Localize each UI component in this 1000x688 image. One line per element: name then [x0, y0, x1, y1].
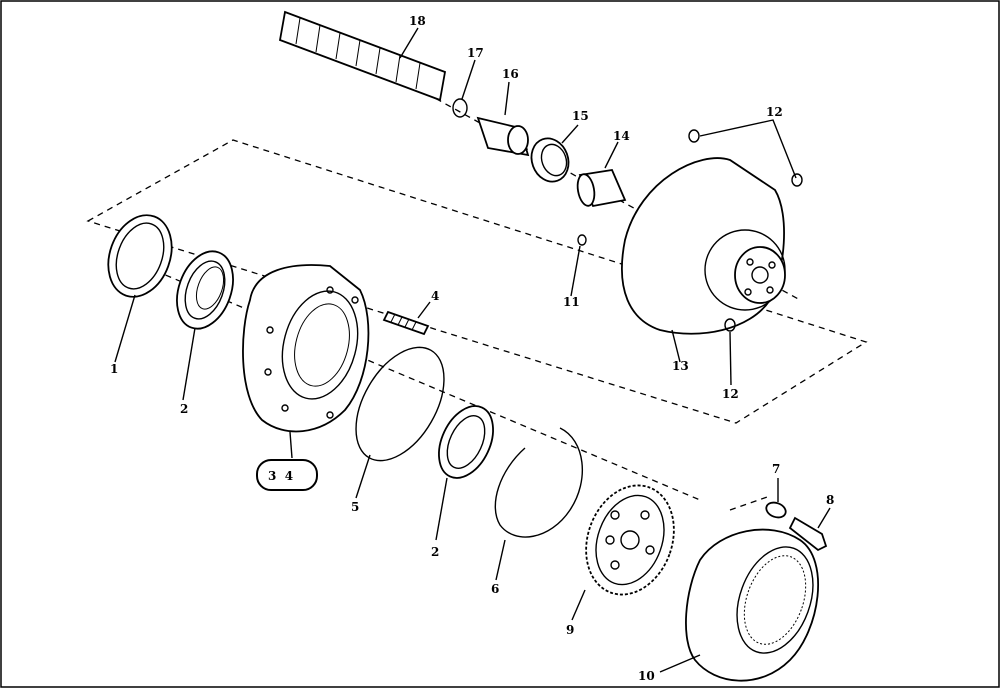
- leader-lines: [114, 27, 831, 673]
- label-1: 1: [110, 362, 118, 376]
- assembly-boundary-dashed: [86, 139, 868, 424]
- label-7: 7: [772, 462, 780, 476]
- label-11: 11: [563, 295, 580, 309]
- label-9: 9: [566, 623, 574, 637]
- part-11-nut: [577, 234, 587, 246]
- part-9-gear: [585, 484, 675, 596]
- part-2-bearing-lower: [438, 405, 494, 479]
- label-15: 15: [572, 109, 589, 123]
- part-7-bushing: [765, 501, 787, 519]
- part-1-seal-ring: [107, 214, 173, 298]
- label-16: 16: [502, 67, 519, 81]
- part-4-stud: [382, 310, 430, 336]
- part-17-small-ring: [452, 98, 468, 118]
- part-12-nut-lower: [724, 318, 736, 332]
- label-5: 5: [351, 500, 359, 514]
- part-labels: 1 2 3 4 4 5 2 6 7 8 9 10 11 12 12 13 14 …: [110, 14, 834, 683]
- part-15-ring: [530, 137, 570, 183]
- label-10: 10: [638, 669, 655, 683]
- part-8-bolt: [788, 516, 828, 552]
- label-12-lower: 12: [722, 387, 739, 401]
- part-6-snap-ring: [494, 427, 583, 538]
- label-18: 18: [409, 14, 426, 28]
- label-8: 8: [826, 493, 834, 507]
- part-14-sleeve: [576, 169, 627, 208]
- part-12-nut-upper: [688, 129, 803, 187]
- label-2-upper: 2: [180, 402, 188, 416]
- label-17: 17: [467, 46, 484, 60]
- callout-box-3-4: [256, 459, 318, 491]
- label-3-4: 3 4: [268, 469, 293, 483]
- label-4: 4: [431, 289, 439, 303]
- part-18-shaft: [278, 10, 447, 102]
- label-13: 13: [672, 359, 689, 373]
- part-16-tube: [476, 116, 530, 157]
- part-13-hub-housing: [621, 157, 786, 335]
- label-12-upper: 12: [766, 105, 783, 119]
- part-2-bearing-upper: [176, 250, 234, 330]
- label-2-lower: 2: [431, 545, 439, 559]
- label-6: 6: [491, 582, 499, 596]
- part-3-hub-carrier: [242, 264, 370, 433]
- part-10-ring-gear: [685, 528, 819, 682]
- label-14: 14: [613, 129, 630, 143]
